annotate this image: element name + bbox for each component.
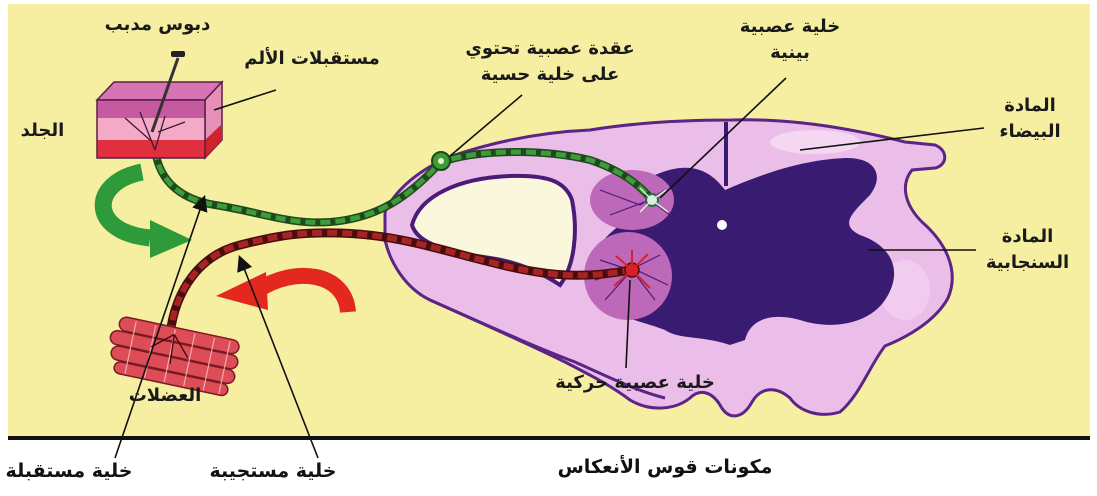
white-matter-label: المادة البيضاء — [975, 93, 1085, 145]
dermis-layer — [97, 118, 205, 140]
divider-line — [8, 436, 1090, 440]
diagram-caption: مكونات قوس الأنعكاس — [530, 454, 800, 480]
interneuron-label-line2: بينية — [715, 40, 865, 66]
white-matter-label-line1: المادة — [975, 93, 1085, 119]
motor-neuron-label: خلية عصبية حركية — [505, 370, 765, 396]
interneuron-label-line1: خلية عصبية — [715, 14, 865, 40]
ganglion-label: عقدة عصبية تحتوي على خلية حسية — [430, 36, 670, 88]
skin-label: الجلد — [10, 118, 75, 144]
subcutaneous-layer — [97, 140, 205, 158]
interneuron-label: خلية عصبية بينية — [715, 14, 865, 66]
gray-matter-label-line2: السنجابية — [970, 250, 1085, 276]
gray-matter-label-line1: المادة — [970, 224, 1085, 250]
pin-label: دبوس مدبب — [95, 12, 220, 38]
ganglion-label-line1: عقدة عصبية تحتوي — [430, 36, 670, 62]
central-canal — [717, 220, 727, 230]
pain-receptors-label: مستقبلات الألم — [222, 46, 402, 72]
white-matter-label-line2: البيضاء — [975, 119, 1085, 145]
pin-head — [171, 51, 185, 57]
ganglion-label-line2: على خلية حسية — [430, 62, 670, 88]
effector-cell-label: خلية مستجيبة — [208, 458, 338, 484]
muscles-label: العضلات — [110, 383, 220, 409]
ganglion-cell — [438, 158, 444, 164]
receptor-cell-label: خلية مستقبلة — [4, 458, 134, 484]
epidermis-layer — [97, 100, 205, 118]
skin-block — [97, 82, 222, 158]
skin-top-face — [97, 82, 222, 100]
gray-matter-label: المادة السنجابية — [970, 224, 1085, 276]
white-matter-highlight — [770, 130, 860, 154]
